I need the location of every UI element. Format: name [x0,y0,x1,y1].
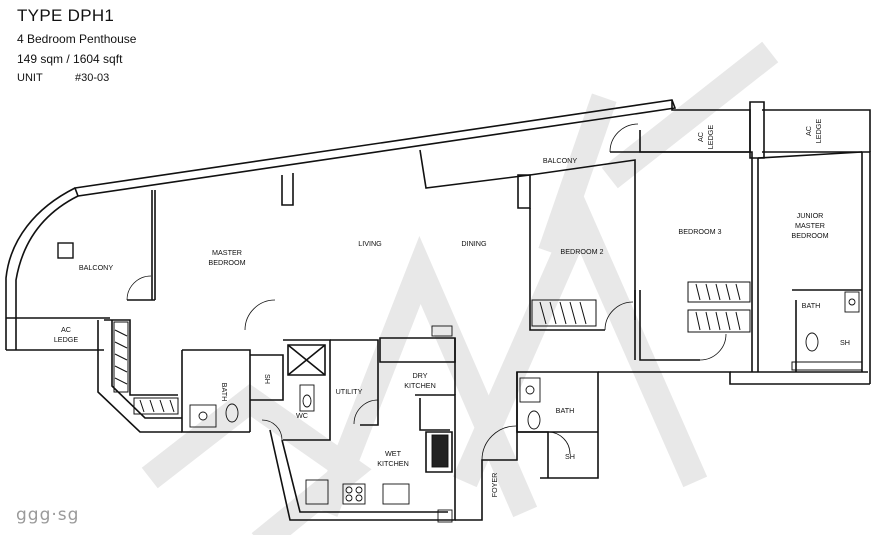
label-ac-ledge-right-2: LEDGE [814,119,823,144]
label-balcony-top: BALCONY [543,156,578,165]
site-logo: ggg·sg [16,505,80,525]
label-ac-ledge-left-2: LEDGE [54,335,79,344]
label-wet-kitchen-1: WET [385,449,402,458]
label-bedroom-3: BEDROOM 3 [678,227,721,236]
label-dining: DINING [461,239,487,248]
label-utility: UTILITY [336,387,363,396]
unit-number: #30-03 [75,72,110,84]
label-junior-2: MASTER [795,221,825,230]
label-wc: WC [296,411,308,420]
label-living: LIVING [358,239,382,248]
unit-area: 149 sqm / 1604 sqft [17,52,123,66]
label-junior-3: BEDROOM [791,231,828,240]
label-wet-kitchen-2: KITCHEN [377,459,409,468]
unit-number-row: UNIT #30-03 [17,72,136,84]
label-balcony-left: BALCONY [79,263,114,272]
exterior-walls [5,99,871,521]
fixtures [57,242,860,523]
label-bath-common: BATH [556,406,575,415]
label-junior-1: JUNIOR [797,211,824,220]
unit-label: UNIT [17,72,43,84]
unit-type-title: TYPE DPH1 [17,6,115,25]
unit-description: 4 Bedroom Penthouse [17,32,137,46]
label-dry-kitchen-2: KITCHEN [404,381,436,390]
label-ac-ledge-mid-1: AC [696,132,705,142]
wardrobes [113,281,863,415]
label-foyer: FOYER [490,473,499,498]
door-swings [126,123,727,461]
label-bath-junior: BATH [802,301,821,310]
label-master-bedroom-1: MASTER [212,248,242,257]
label-bath-master: BATH [220,383,229,402]
label-sh-junior: SH [840,338,850,347]
room-labels: BALCONY AC LEDGE MASTER BEDROOM LIVING D… [54,119,850,498]
label-ac-ledge-left-1: AC [61,325,71,334]
label-ac-ledge-mid-2: LEDGE [706,125,715,150]
label-master-bedroom-2: BEDROOM [208,258,245,267]
label-ac-ledge-right-1: AC [804,126,813,136]
label-sh-master: SH [263,374,272,384]
label-dry-kitchen-1: DRY [412,371,427,380]
label-sh-common: SH [565,452,575,461]
plan-header: TYPE DPH1 4 Bedroom Penthouse 149 sqm / … [17,6,136,84]
label-bedroom-2: BEDROOM 2 [560,247,603,256]
